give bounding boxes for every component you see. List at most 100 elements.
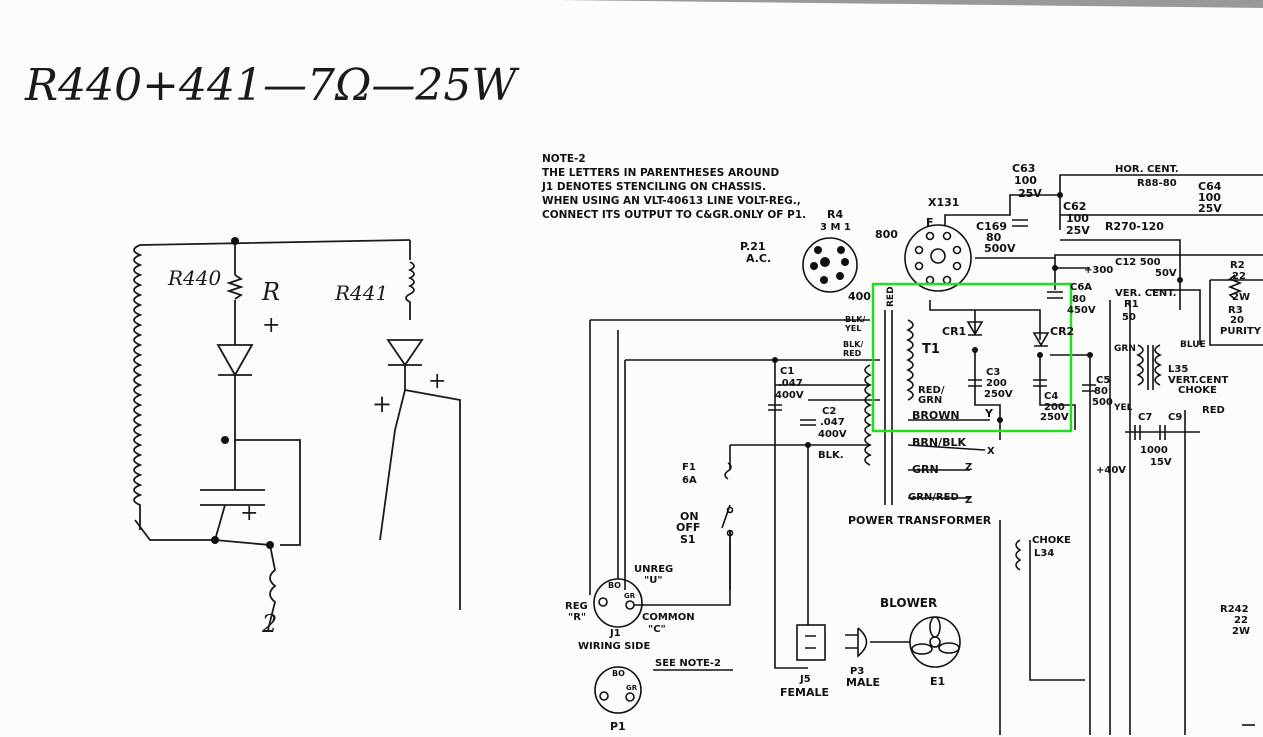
- label-common: COMMON: [642, 612, 695, 623]
- plus-sign: +: [372, 390, 392, 418]
- label-unreg-u: "U": [644, 575, 663, 586]
- label-p21: P.21: [740, 240, 766, 253]
- scan-edge: [560, 0, 1263, 8]
- label-blk: BLK.: [818, 450, 844, 461]
- label-c4-value: 200: [1044, 402, 1065, 413]
- diode-right: [386, 339, 424, 367]
- label-j5: J5: [799, 674, 811, 685]
- note-line: THE LETTERS IN PARENTHESES AROUND: [542, 167, 779, 179]
- capacitor-c2: [800, 419, 816, 426]
- label-c169: C169: [976, 220, 1007, 233]
- label-plus40v: +40V: [1096, 465, 1126, 476]
- label-p1-bo: BO: [612, 669, 625, 678]
- label-l34: L34: [1034, 548, 1054, 559]
- label-c6a: C6A: [1070, 282, 1092, 293]
- label-x131: X131: [928, 196, 959, 209]
- diode-cr2: [1032, 332, 1050, 347]
- label-c3: C3: [986, 367, 1000, 378]
- label-z-2: Z: [965, 495, 972, 506]
- label-c6a-voltage: 450V: [1067, 305, 1096, 316]
- resistor-r2: [1227, 274, 1243, 300]
- label-blk-red-2: RED: [843, 349, 862, 358]
- label-c5-value: 80: [1094, 386, 1108, 397]
- diode-left: [216, 344, 254, 377]
- label-c62-value: 100: [1066, 212, 1089, 225]
- label-c63-voltage: 25V: [1018, 187, 1042, 200]
- label-c5: C5: [1096, 375, 1110, 386]
- label-red-l35: RED: [1202, 405, 1225, 416]
- label-c1-voltage: 400V: [775, 390, 804, 401]
- label-choke: CHOKE: [1178, 385, 1217, 396]
- label-reg: REG: [565, 601, 588, 612]
- label-yel: YEL: [1113, 403, 1133, 413]
- label-t1: T1: [922, 342, 940, 357]
- label-c169-value: 80: [986, 231, 1002, 244]
- label-j1: J1: [609, 628, 621, 639]
- label-r242-value: 22: [1234, 615, 1248, 626]
- label-p3: P3: [850, 666, 864, 677]
- label-unreg: UNREG: [634, 564, 673, 575]
- label-red-grn: RED/: [918, 385, 945, 396]
- p1-plug: [594, 666, 642, 714]
- label-r270: R270-120: [1105, 220, 1164, 233]
- label-see-note: SEE NOTE-2: [655, 658, 721, 669]
- label-c64: C64: [1198, 180, 1222, 193]
- label-r3: R3: [1228, 305, 1243, 316]
- handwritten-circuit: [133, 237, 461, 631]
- note-2: NOTE-2 THE LETTERS IN PARENTHESES AROUND…: [541, 153, 806, 221]
- label-off: OFF: [676, 521, 700, 534]
- fuse-switch: [721, 462, 732, 535]
- l35-choke-coil: [1136, 344, 1162, 390]
- label-power-transformer: POWER TRANSFORMER: [848, 514, 992, 527]
- label-c9: C9: [1168, 412, 1182, 423]
- label-f1: F1: [682, 462, 696, 473]
- label-choke-l34: CHOKE: [1032, 535, 1071, 546]
- label-z: Z: [965, 462, 972, 473]
- label-r88: R88-80: [1137, 178, 1177, 189]
- label-brown: BROWN: [912, 409, 960, 422]
- schematic-wires: [589, 174, 1263, 735]
- label-x: X: [987, 446, 995, 457]
- label-cr2: CR2: [1050, 325, 1074, 338]
- capacitor-c169: [1012, 219, 1028, 227]
- plus-sign: +: [262, 313, 280, 338]
- label-c2-value: .047: [820, 417, 845, 428]
- label-c3-value: 200: [986, 378, 1007, 389]
- capacitor-c5: [1082, 384, 1096, 392]
- label-on: ON: [680, 510, 699, 523]
- label-r440: R440: [167, 266, 222, 290]
- label-x131-f: F: [926, 216, 934, 229]
- label-c62: C62: [1063, 200, 1086, 213]
- label-400: 400: [848, 290, 871, 303]
- note-heading: NOTE-2: [542, 153, 586, 165]
- junction-dots: [772, 192, 1183, 448]
- label-c4-voltage: 250V: [1040, 412, 1069, 423]
- label-p1: P1: [610, 720, 626, 733]
- label-c12-voltage: 50V: [1155, 268, 1177, 279]
- label-r242-watt: 2W: [1232, 626, 1250, 637]
- label-c7-value: 1000: [1140, 445, 1168, 456]
- label-r2-watt: 2W: [1232, 292, 1250, 303]
- note-line: CONNECT ITS OUTPUT TO C&GR.ONLY OF P1.: [542, 209, 806, 221]
- label-red-grn-2: GRN: [918, 395, 942, 406]
- label-l35: L35: [1168, 364, 1188, 375]
- resistor-r441: [405, 261, 415, 320]
- label-r1-value: 50: [1122, 312, 1136, 323]
- label-ver-cent: VER. CENT.: [1115, 288, 1176, 299]
- label-c2: C2: [822, 406, 836, 417]
- label-red: RED: [886, 286, 896, 307]
- label-p1-gr: GR: [626, 684, 638, 692]
- label-r441: R441: [334, 281, 388, 305]
- label-r2-value: 22: [1232, 271, 1246, 282]
- label-c5-voltage: 500: [1092, 397, 1113, 408]
- label-c6a-value: 80: [1072, 294, 1086, 305]
- label-c169-voltage: 500V: [984, 242, 1016, 255]
- label-r242: R242: [1220, 604, 1249, 615]
- label-s1: S1: [680, 533, 696, 546]
- label-blk-red: BLK/: [843, 340, 863, 349]
- capacitor-c4: [1033, 379, 1047, 387]
- label-hor-cent: HOR. CENT.: [1115, 164, 1179, 175]
- note-line: J1 DENOTES STENCILING ON CHASSIS.: [541, 181, 766, 193]
